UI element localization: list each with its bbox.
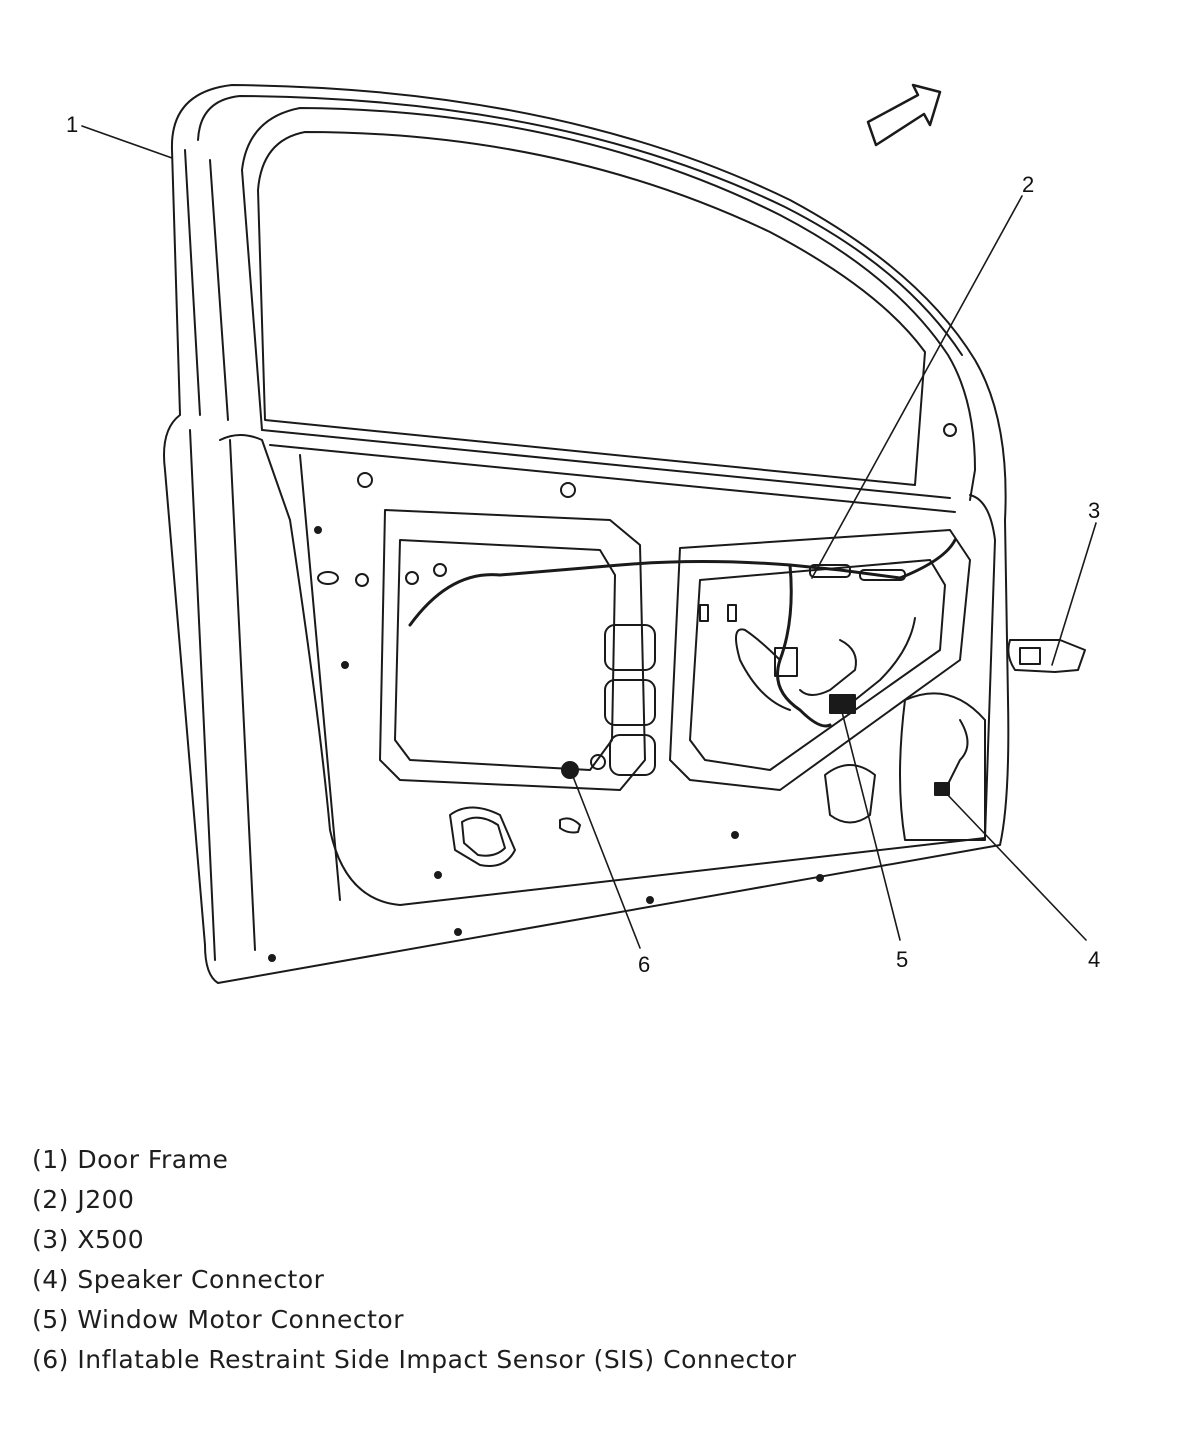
callout-4: 4: [1088, 947, 1100, 972]
callout-6: 6: [638, 952, 650, 977]
legend-item: (2) J200: [32, 1185, 135, 1214]
lower-pocket: [449, 806, 516, 867]
wiring-harness: [408, 538, 957, 627]
connector-x500: [1007, 639, 1086, 673]
window-frame-inner: [241, 107, 976, 501]
callout-3: 3: [1088, 498, 1100, 523]
leader-lines: [81, 125, 1097, 949]
connector-j200: [809, 564, 851, 578]
window-opening: [257, 131, 926, 486]
legend-item: (3) X500: [32, 1225, 145, 1254]
callout-2: 2: [1022, 172, 1034, 197]
legend-item: (5) Window Motor Connector: [32, 1305, 405, 1334]
connector-sis: [561, 761, 579, 779]
inner-panel: [219, 434, 996, 906]
callout-1: 1: [66, 112, 78, 137]
legend-item: (1) Door Frame: [32, 1145, 229, 1174]
direction-arrow-icon: [866, 83, 942, 147]
connector-window-motor: [829, 694, 856, 714]
callout-5: 5: [896, 947, 908, 972]
door-diagram: 1 2 3 4 5 6: [66, 83, 1100, 984]
legend-item: (6) Inflatable Restraint Side Impact Sen…: [32, 1345, 797, 1374]
legend: (1) Door Frame (2) J200 (3) X500 (4) Spe…: [32, 1140, 797, 1380]
access-hole-right: [669, 529, 971, 791]
door-outer-shell: [163, 84, 1010, 984]
legend-item: (4) Speaker Connector: [32, 1265, 325, 1294]
